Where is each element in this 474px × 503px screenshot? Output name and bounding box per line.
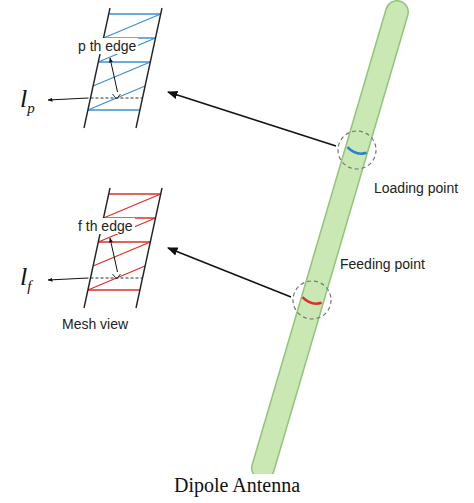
mesh-edge bbox=[93, 62, 150, 86]
feeding-edge-arc bbox=[302, 297, 321, 303]
pointer-arrow bbox=[168, 92, 336, 146]
loading-edge-arc bbox=[347, 147, 366, 153]
mesh-edge bbox=[104, 14, 161, 38]
mesh-rail bbox=[136, 8, 162, 128]
leader-arrow bbox=[110, 238, 118, 272]
edge-name: f th edge bbox=[76, 218, 135, 234]
pointer-arrow bbox=[168, 248, 291, 297]
point-label: Loading point bbox=[372, 180, 460, 196]
mesh-rail bbox=[84, 188, 110, 308]
length-symbol: lf bbox=[18, 262, 33, 295]
edge-name: p th edge bbox=[76, 38, 138, 54]
mesh-view bbox=[48, 188, 162, 308]
mesh-rail bbox=[136, 188, 162, 308]
loading-circle bbox=[338, 131, 376, 169]
length-symbol: lp bbox=[18, 84, 37, 117]
leader-arrow bbox=[48, 278, 89, 280]
figure-caption: Dipole Antenna bbox=[172, 474, 302, 497]
mesh-edge bbox=[98, 241, 150, 242]
feeding-circle bbox=[293, 281, 331, 319]
mesh-edge bbox=[109, 193, 161, 194]
antenna-body bbox=[263, 12, 397, 468]
leader-arrow bbox=[110, 58, 118, 92]
edge-mark bbox=[113, 274, 121, 279]
leader-arrow bbox=[48, 98, 89, 100]
mesh-edge bbox=[88, 289, 140, 290]
edge-mark bbox=[113, 94, 121, 99]
antenna-outline bbox=[263, 12, 397, 468]
mesh-edge bbox=[98, 61, 150, 62]
view-label: Mesh view bbox=[60, 316, 130, 332]
mesh-rail bbox=[84, 8, 110, 128]
point-label: Feeding point bbox=[338, 256, 427, 272]
mesh-edge bbox=[104, 194, 161, 218]
mesh-edge bbox=[88, 109, 140, 110]
mesh-edge bbox=[109, 13, 161, 14]
mesh-view bbox=[48, 8, 162, 128]
mesh-edge bbox=[93, 242, 150, 266]
